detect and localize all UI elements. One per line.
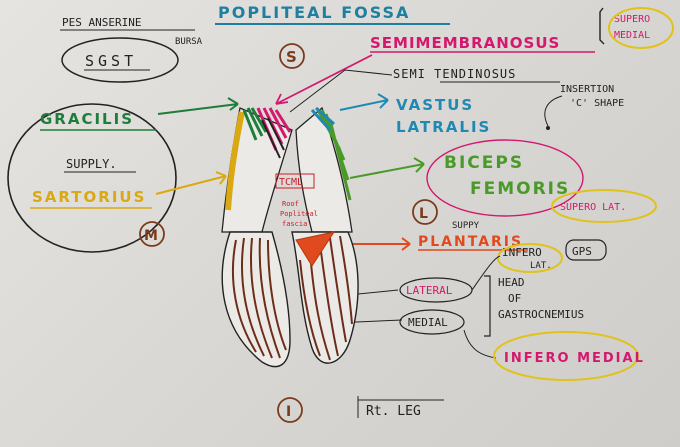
biceps-femoris-oval [426,139,584,217]
gracilis-label: GRACILIS [40,110,134,128]
supero-lat-label: SUPERO LAT. [560,202,626,213]
lateral-gastrocnemius-head [291,231,359,364]
gracilis-arrow [157,103,239,115]
roof-label-line3: fascia [282,220,307,228]
gastrocnemius-fibers [231,235,353,361]
roof-label-line1: Roof [282,200,299,208]
plantaris-arrowhead [401,237,411,251]
infero-lat-line1: INFERO [502,246,542,259]
tcml-box [275,173,315,189]
sartorius-label: SARTORIUS [32,188,146,206]
vastus-label-line2: LATRALIS [396,118,491,136]
page-title: POPLITEAL FOSSA [218,3,410,22]
medial-border-circle [139,221,165,247]
lateral-border-circle [412,199,438,225]
supero-medial-line2: MEDIAL [614,30,650,41]
medial-border-label: M [144,228,158,244]
plantaris-label: PLANTARIS [418,234,523,250]
biceps-label-line1: BICEPS [444,153,524,173]
inferior-border-circle [277,397,303,423]
insertion-label-line1: INSERTION [560,84,614,95]
sgst-oval [61,37,179,83]
plantaris-muscle [295,231,336,267]
supero-lat-ring [551,189,657,223]
of-label: OF [508,292,521,305]
sartorius-stripe [225,111,245,211]
supply-label: SUPPLY. [66,157,117,171]
vastus-strokes [310,106,335,132]
semitendinosus-pointer [289,69,393,113]
biceps-arrow [349,163,425,179]
supero-medial-line1: SUPERO [614,14,650,25]
insertion-pointer [544,95,563,127]
infero-lat-ring [497,243,563,273]
lateral-to-infero-lat [471,255,501,291]
vastus-label-line1: VASTUS [396,96,474,114]
biceps-arrowhead [413,157,425,173]
plantaris-supply-label: SUPPY [452,221,480,231]
superior-border-label: S [286,48,297,66]
head-label: HEAD [498,276,525,289]
supero-medial-ring [608,7,674,49]
gastrocnemius-label: GASTROCNEMIUS [498,308,584,321]
lateral-border-label: L [419,206,428,222]
gastro-heads-brace [484,275,491,337]
medial-head-oval [399,309,465,335]
semimembranosus-label: SEMIMEMBRANOSUS [370,34,560,52]
sartorius-arrow [155,175,227,195]
gracilis-arrowhead [227,97,239,111]
insertion-label-line2: 'C' SHAPE [570,98,624,109]
tcml-label: TCML [279,177,303,188]
medial-gastrocnemius-head [221,231,291,368]
infero-medial-ring [493,331,639,381]
infero-medial-label: INFERO MEDIAL [504,351,645,366]
infero-lat-line2: LAT. [530,261,552,271]
fossa-drawing: TCML Roof Popliteal fascia [221,106,359,368]
biceps-label-line2: FEMORIS [470,179,570,199]
sartorius-arrowhead [215,171,227,185]
medial-to-infero-medial [463,329,497,359]
lateral-head-label: LATERAL [406,284,453,297]
semimembranosus-arrow [275,54,373,105]
semitendinosus-label: SEMI TENDINOSUS [393,67,516,81]
pes-anserine-label: PES ANSERINE [62,16,141,29]
semimembranosus-arrowhead [275,93,289,105]
superior-border-circle [279,43,305,69]
leg-side-label: Rt. LEG [366,404,421,419]
medial-muscles-oval [7,103,177,253]
inferior-border-label: I [286,404,291,420]
bursa-label: BURSA [175,37,203,47]
gps-box [565,239,607,261]
roof-label-line2: Popliteal [280,210,318,218]
semitendinosus-strokes [261,117,285,159]
sgst-label: SGST [85,52,137,70]
gps-label: GPS [572,245,592,258]
insertion-dot [546,126,550,130]
vastus-arrowhead [377,93,389,109]
gracilis-strokes [242,107,268,141]
vastus-arrow [339,99,389,111]
footer-bracket [357,396,444,418]
medial-head-label: MEDIAL [408,316,448,329]
supero-medial-brace [599,7,605,45]
